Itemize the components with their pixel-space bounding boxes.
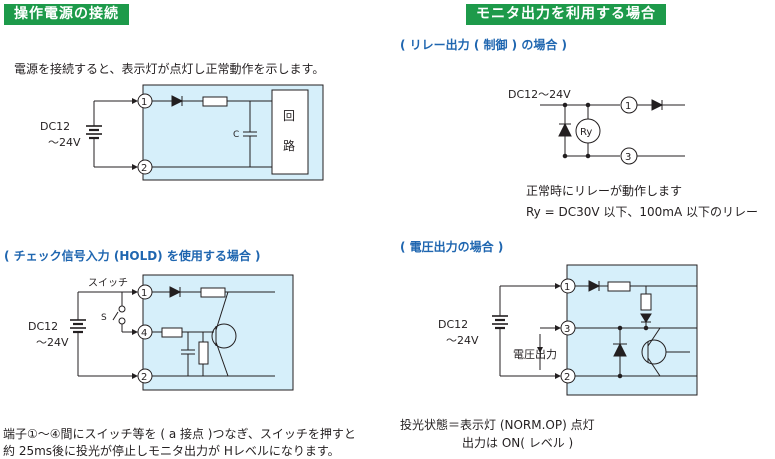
- diode: [171, 95, 184, 107]
- voltage-source-label-1: DC12: [438, 318, 468, 331]
- relay-output-note-line2: Ry = DC30V 以下、100mA 以下のリレー: [526, 205, 758, 219]
- relay-terminal-1-label: 1: [625, 101, 631, 112]
- voltage-output-note-line1: 投光状態＝表示灯 (NORM.OP) 点灯: [400, 418, 595, 432]
- power-connection-diagram: [86, 84, 324, 181]
- circuit-char-2: 路: [283, 138, 295, 153]
- circuit-block: [271, 89, 309, 175]
- relay-output-diagram: [540, 96, 685, 165]
- voltage-output-title: ( 電圧出力の場合 ): [400, 240, 504, 254]
- relay-output-note-line1: 正常時にリレーが動作します: [526, 184, 683, 198]
- relay-terminal-3-label: 3: [625, 152, 631, 163]
- check-input-note-line2: 約 25ms後に投光が停止しモニタ出力が Hレベルになります。: [3, 444, 340, 458]
- power-terminal-1-label: 1: [141, 97, 147, 108]
- power-description: 電源を接続すると、表示灯が点灯し正常動作を示します。: [14, 62, 325, 76]
- check-terminal-4-label: 4: [141, 328, 147, 339]
- power-source-label-1: DC12: [40, 120, 70, 133]
- voltage-source-label-2: ～24V: [446, 334, 479, 347]
- resistor: [202, 96, 228, 107]
- header-monitor-output: モニタ出力を利用する場合: [466, 4, 666, 25]
- voltage-terminal-2-label: 2: [564, 372, 570, 383]
- check-source-label-2: ～24V: [36, 336, 69, 349]
- circuit-char-1: 回: [283, 109, 295, 123]
- check-terminal-2-label: 2: [141, 372, 147, 383]
- voltage-output-note-line2: 出力は ON( レベル ): [462, 436, 574, 450]
- relay-output-title: ( リレー出力 ( 制御 ) の場合 ): [400, 38, 568, 52]
- relay-source-label: DC12～24V: [508, 88, 571, 101]
- relay-label: Ry: [580, 127, 592, 138]
- check-terminal-1-label: 1: [141, 288, 147, 299]
- header-power-connection: 操作電源の接続: [4, 4, 129, 25]
- check-input-diagram: [70, 274, 294, 391]
- voltage-output-diagram: [492, 264, 698, 396]
- power-source-label-2: ～24V: [48, 136, 81, 149]
- switch-label: スイッチ: [88, 277, 128, 289]
- check-source-label-1: DC12: [28, 320, 58, 333]
- voltage-terminal-3-label: 3: [564, 324, 570, 335]
- voltage-terminal-1-label: 1: [564, 282, 570, 293]
- voltage-label: 電圧出力: [513, 347, 557, 361]
- cap-label: C: [233, 130, 239, 140]
- check-input-title: ( チェック信号入力 (HOLD) を使用する場合 ): [4, 249, 261, 263]
- check-input-note-line1: 端子①～④間にスイッチ等を ( a 接点 )つなぎ、スイッチを押すと: [3, 427, 356, 441]
- power-terminal-2-label: 2: [141, 163, 147, 174]
- s-label: S: [101, 313, 107, 323]
